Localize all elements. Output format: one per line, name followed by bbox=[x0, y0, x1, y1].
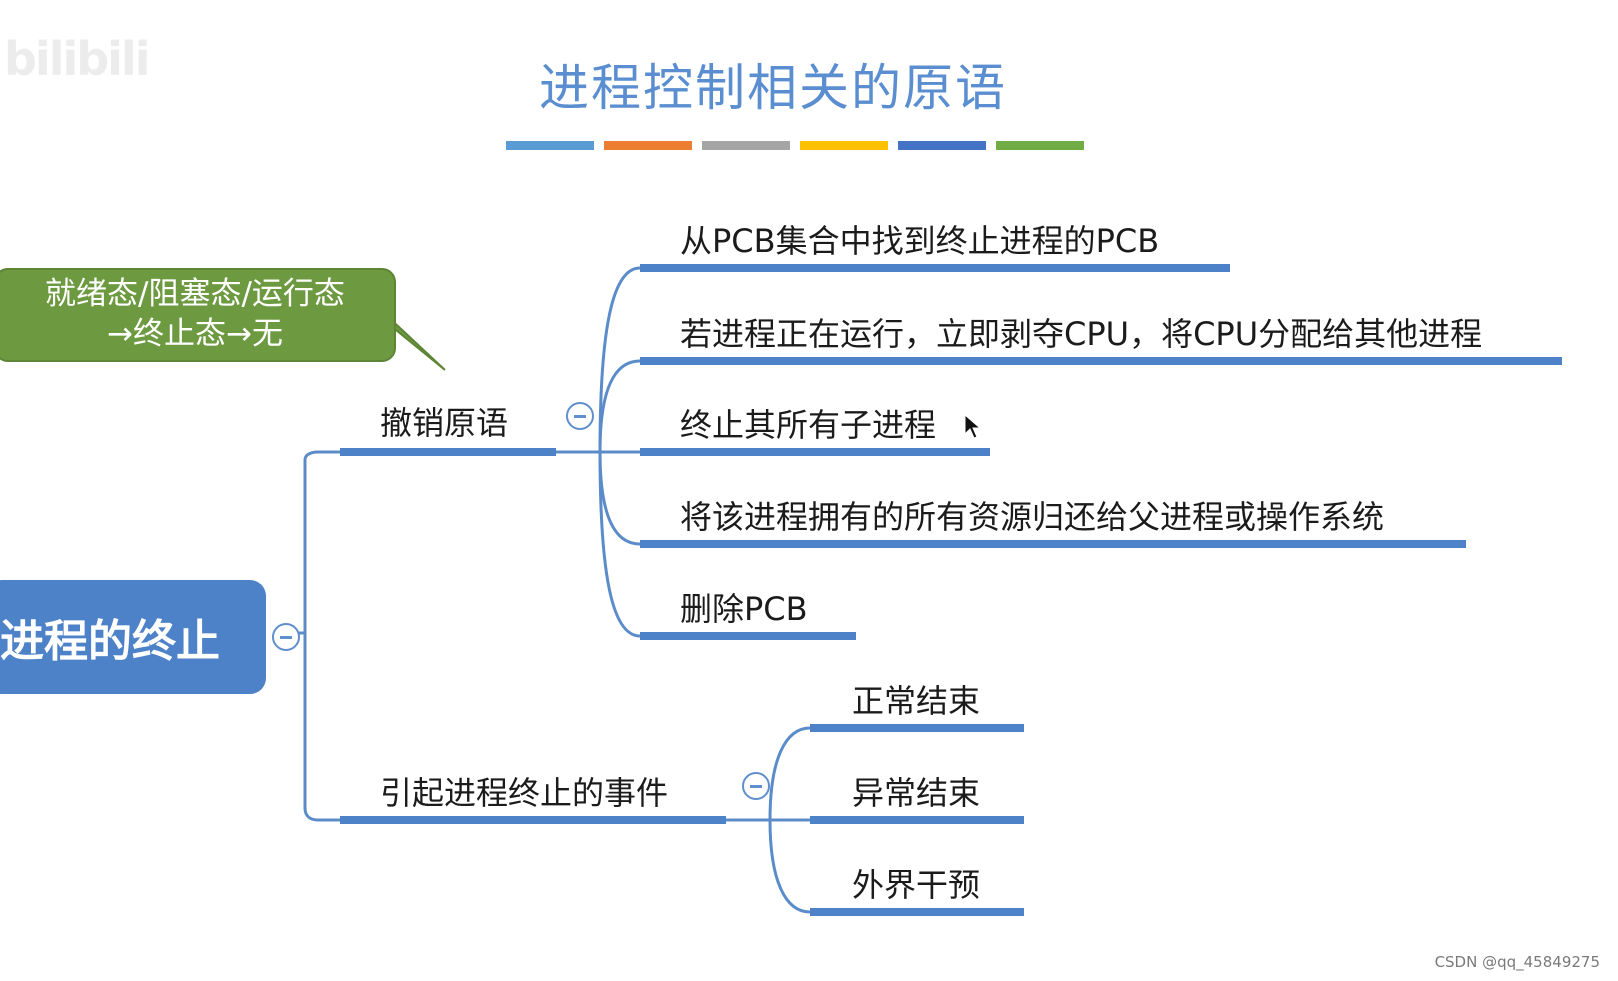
event-item-2[interactable]: 异常结束 bbox=[852, 774, 981, 812]
event-item-1[interactable]: 正常结束 bbox=[852, 682, 981, 720]
color-bar-3 bbox=[702, 141, 790, 150]
revoke-collapse-icon[interactable] bbox=[566, 402, 594, 430]
root-node[interactable]: 进程的终止 bbox=[0, 580, 266, 694]
callout-line-2: →终止态→无 bbox=[107, 316, 283, 352]
color-bar-6 bbox=[996, 141, 1084, 150]
root-collapse-icon[interactable] bbox=[272, 623, 300, 651]
revoke-item-2[interactable]: 若进程正在运行，立即剥夺CPU，将CPU分配给其他进程 bbox=[680, 315, 1483, 353]
connector-revoke-item2 bbox=[598, 359, 642, 454]
events-collapse-icon[interactable] bbox=[742, 772, 770, 800]
color-bar-2 bbox=[604, 141, 692, 150]
connector-revoke-item5 bbox=[598, 450, 642, 638]
revoke-item-4[interactable]: 将该进程拥有的所有资源归还给父进程或操作系统 bbox=[680, 498, 1385, 536]
root-label: 进程的终止 bbox=[0, 616, 220, 667]
page-title: 进程控制相关的原语 bbox=[539, 59, 1007, 117]
bilibili-watermark: bilibili bbox=[4, 32, 150, 86]
color-bar-4 bbox=[800, 141, 888, 150]
mouse-pointer-icon bbox=[964, 414, 982, 439]
branch-revoke-label[interactable]: 撤销原语 bbox=[380, 404, 509, 442]
connector-events-item1 bbox=[724, 726, 812, 822]
title-color-bars bbox=[506, 141, 1084, 150]
event-item-3[interactable]: 外界干预 bbox=[852, 866, 981, 904]
color-bar-5 bbox=[898, 141, 986, 150]
revoke-item-5[interactable]: 删除PCB bbox=[680, 590, 808, 628]
callout-line-1: 就绪态/阻塞态/运行态 bbox=[45, 276, 345, 312]
color-bar-1 bbox=[506, 141, 594, 150]
connector-events-item3 bbox=[768, 818, 812, 914]
credit-text: CSDN @qq_45849275 bbox=[1434, 953, 1600, 971]
connector-root-revoke bbox=[294, 450, 342, 635]
revoke-item-1[interactable]: 从PCB集合中找到终止进程的PCB bbox=[680, 222, 1160, 260]
state-callout: 就绪态/阻塞态/运行态 →终止态→无 bbox=[0, 268, 396, 362]
revoke-item-3[interactable]: 终止其所有子进程 bbox=[680, 406, 937, 444]
branch-events-label[interactable]: 引起进程终止的事件 bbox=[380, 774, 669, 812]
connector-root-events bbox=[303, 631, 342, 822]
